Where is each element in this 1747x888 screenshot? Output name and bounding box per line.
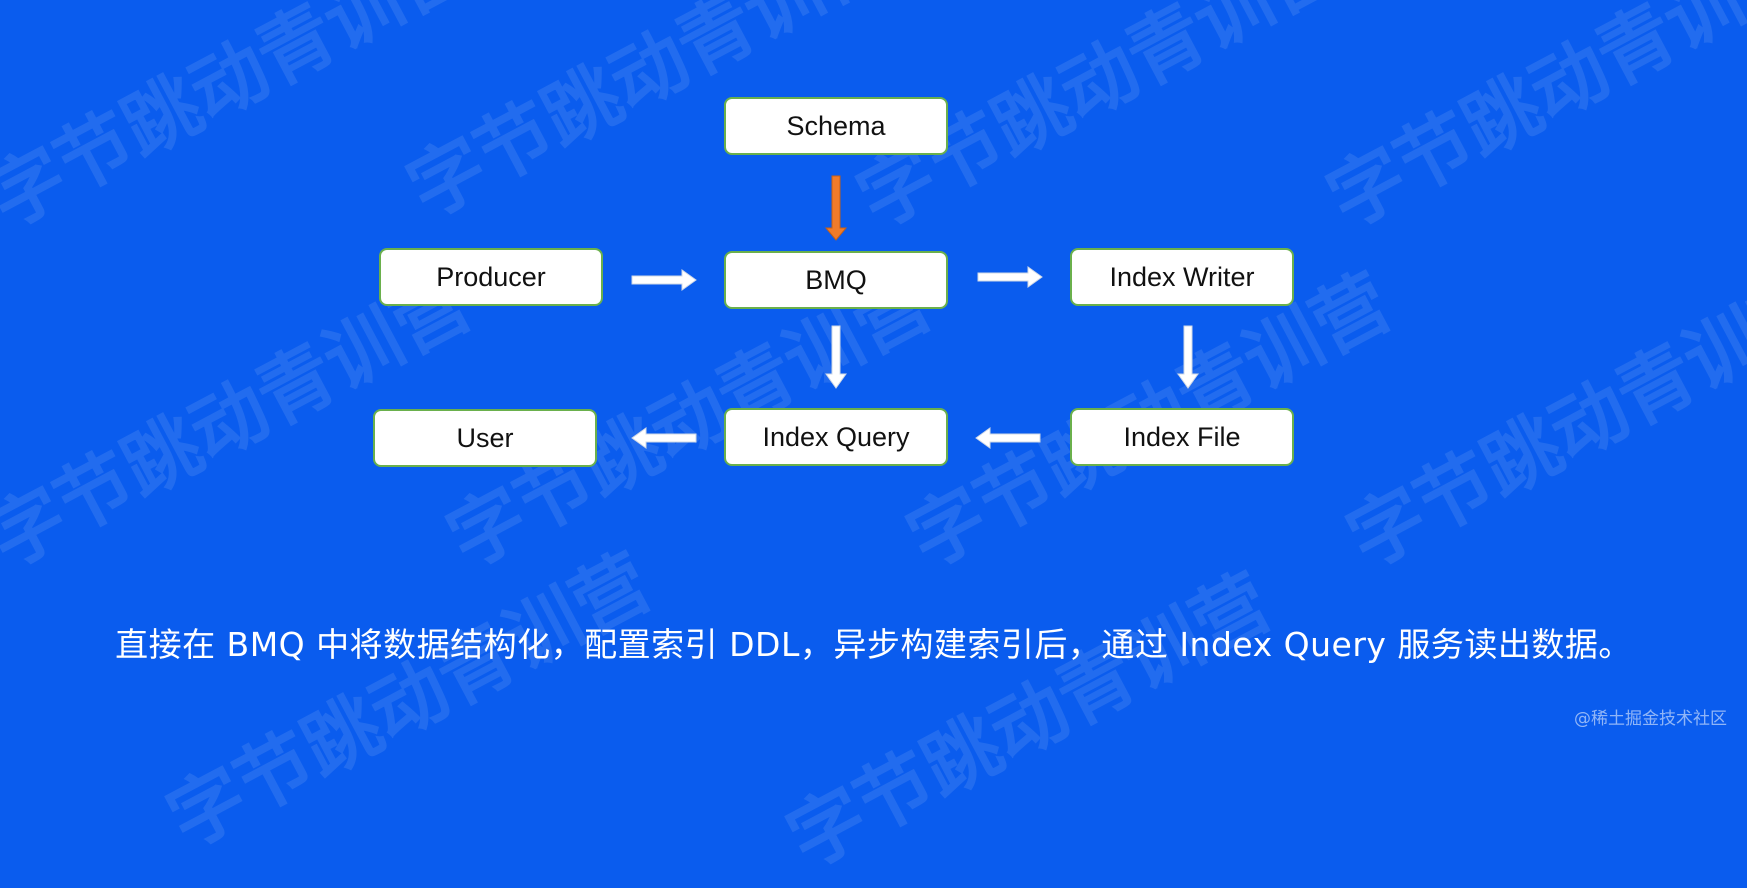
arrow-producer-to-bmq	[631, 269, 697, 291]
node-producer: Producer	[379, 248, 603, 306]
node-index-file: Index File	[1070, 408, 1294, 466]
source-credit: @稀土掘金技术社区	[1574, 709, 1727, 729]
node-label: BMQ	[805, 264, 867, 295]
slide-caption: 直接在 BMQ 中将数据结构化，配置索引 DDL，异步构建索引后，通过 Inde…	[115, 625, 1632, 664]
arrow-bmq-to-index-query	[825, 325, 847, 389]
node-bmq: BMQ	[724, 251, 948, 309]
diagram-arrows	[631, 175, 1199, 449]
arrow-bmq-to-index-writer	[977, 266, 1043, 288]
node-user: User	[373, 409, 597, 467]
node-label: Schema	[786, 110, 886, 141]
node-schema: Schema	[724, 97, 948, 155]
arrow-schema-to-bmq	[824, 175, 848, 241]
arrow-index-writer-to-index-file	[1177, 325, 1199, 389]
node-label: Index Writer	[1109, 261, 1255, 292]
node-index-query: Index Query	[724, 408, 948, 466]
node-label: Index Query	[762, 421, 910, 452]
arrow-index-file-to-index-query	[975, 427, 1041, 449]
node-label: Producer	[436, 261, 546, 292]
node-index-writer: Index Writer	[1070, 248, 1294, 306]
node-label: User	[456, 422, 514, 453]
arrow-index-query-to-user	[631, 427, 697, 449]
node-label: Index File	[1123, 421, 1241, 452]
